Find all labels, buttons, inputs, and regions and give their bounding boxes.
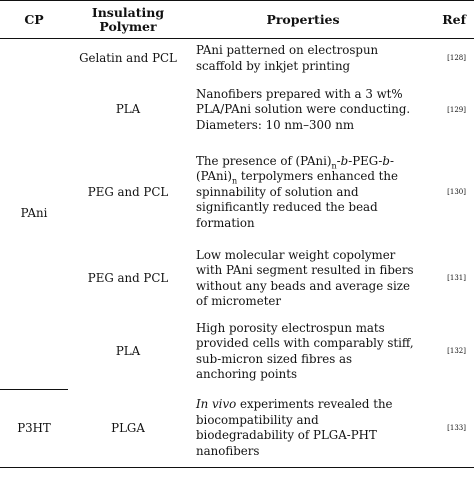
cp-cell-pani: PAni	[0, 38, 68, 390]
properties-cell: The presence of (PAni)n-b-PEG-b-(PAni)n …	[188, 142, 418, 244]
header-polymer-line1: Insulating	[91, 4, 165, 20]
header-properties: Properties	[188, 0, 418, 39]
subscript-n: n	[331, 161, 337, 171]
ref-cell: [132]	[447, 347, 466, 355]
table-row: PLA Nanofibers prepared with a 3 wt% PLA…	[0, 79, 474, 142]
properties-cell: In vivo experiments revealed the biocomp…	[188, 389, 418, 468]
header-insulating-polymer: Insulating Polymer	[68, 0, 188, 39]
properties-cell: PAni patterned on electrospun scaffold b…	[196, 43, 379, 73]
subscript-n: n	[231, 176, 238, 186]
table-row: PLA High porosity electrospun mats provi…	[0, 314, 474, 390]
table-row: PEG and PCL Low molecular weight copolym…	[0, 244, 474, 314]
italic-b: b	[382, 153, 390, 168]
properties-text: experiments revealed the biocompatibilit…	[196, 397, 393, 458]
polymer-cell: Gelatin and PCL	[79, 51, 177, 65]
cp-cell-p3ht: P3HT	[0, 389, 68, 468]
ref-cell: [131]	[447, 274, 466, 282]
italic-b: b	[340, 153, 349, 168]
properties-cell: Nanofibers prepared with a 3 wt% PLA/PAn…	[196, 86, 411, 132]
header-ref: Ref	[418, 0, 474, 39]
properties-text: -	[336, 153, 341, 168]
ref-cell: [130]	[447, 188, 466, 196]
ref-cell: [133]	[418, 389, 474, 468]
table-row: P3HT PLGA In vivo experiments revealed t…	[0, 389, 474, 468]
table-row: PEG and PCL The presence of (PAni)n-b-PE…	[0, 142, 474, 244]
properties-text: -(PAni)	[196, 153, 394, 184]
properties-text: -PEG-	[348, 153, 383, 168]
ref-cell: [128]	[447, 54, 466, 63]
header-polymer-line2: Polymer	[99, 18, 157, 34]
polymer-cell: PLA	[115, 343, 141, 358]
ref-cell: [129]	[447, 105, 466, 114]
header-cp: CP	[0, 0, 68, 39]
table-header-row: CP Insulating Polymer Properties Ref	[0, 0, 474, 39]
polymer-cell: PEG and PCL	[87, 270, 169, 285]
polymer-cell: PEG and PCL	[87, 184, 169, 199]
table-row: PAni Gelatin and PCL PAni patterned on e…	[0, 38, 474, 390]
properties-cell: Low molecular weight copolymer with PAni…	[196, 247, 414, 309]
polymer-cell: PLA	[115, 102, 141, 117]
properties-cell: High porosity electrospun mats provided …	[196, 320, 414, 382]
properties-text: The presence of (PAni)	[196, 153, 332, 168]
italic-in-vivo: In vivo	[196, 397, 237, 412]
polymer-cell: PLGA	[68, 389, 188, 468]
properties-text: terpolymers enhanced the spinnability of…	[196, 169, 398, 230]
